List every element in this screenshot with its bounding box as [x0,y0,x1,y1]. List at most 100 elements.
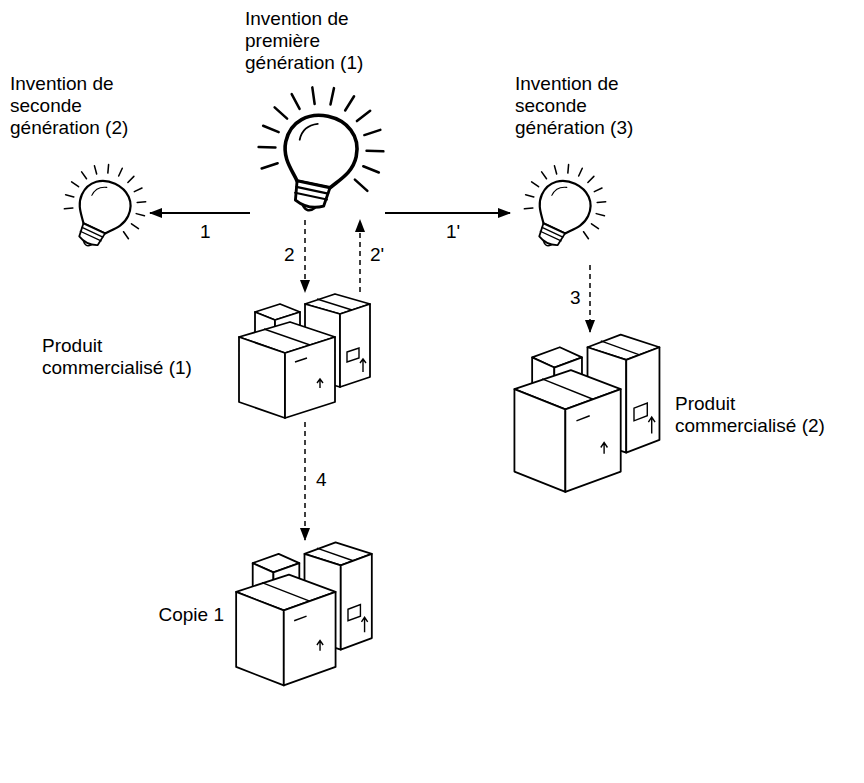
bulb-highlight [92,183,107,200]
carton-mark [601,341,640,355]
carton-mark [361,617,367,632]
carton-face [565,389,620,492]
node-caption: Invention de seconde génération (2) [10,73,135,139]
carton-mark [262,583,310,601]
bulb-thread [296,187,328,194]
illustration [250,80,385,220]
flow-arrow [385,212,510,214]
light-ray [80,172,88,179]
light-ray [526,193,534,198]
light-ray [363,166,380,172]
light-ray [105,165,111,173]
illustration [232,540,377,690]
light-ray [524,205,532,212]
bulb-tip [542,241,551,247]
cartons [239,294,370,418]
light-ray [273,107,289,118]
step-number: 1' [444,222,462,243]
light-ray [92,166,100,174]
carton-mark [576,416,589,421]
light-ray [122,232,130,239]
caption-block: Produit commercialisé (2) [675,393,855,437]
light-ray [66,193,74,198]
light-ray [345,95,354,112]
light-ray [357,109,370,124]
carton-mark [601,442,608,453]
carton-face [284,592,336,685]
flow-arrow [304,422,306,540]
light-ray [353,180,369,191]
bulb-globe [278,109,363,192]
illustration [510,332,665,497]
light-bulb [510,151,619,262]
caption-block: Invention de seconde génération (3) [515,73,640,139]
light-ray [367,148,384,154]
carton-mark [294,616,306,621]
carton-mark [348,605,360,621]
carton-mark [264,329,310,345]
step-number: 4 [314,470,329,491]
flow-arrow [359,220,361,292]
light-bulb [50,151,159,262]
light-ray [588,175,594,183]
illustration [510,145,610,265]
node-caption: Produit commercialisé (1) [42,335,227,379]
light-ray [71,182,79,187]
light-ray [259,144,276,150]
light-ray [364,127,380,138]
caption-block: Invention de seconde génération (2) [10,73,135,139]
bulb-highlight [552,183,567,200]
node-caption: Copie 1 [139,604,224,626]
step-number: 1 [198,222,213,243]
caption-block: Produit commercialisé (1) [42,335,227,379]
carton-mark [317,299,352,310]
carton-mark [360,359,366,372]
carton-face [239,337,285,418]
light-ray [134,186,142,194]
light-ray [289,94,302,109]
bulb-thread [542,227,563,237]
light-ray [596,212,604,217]
light-ray [540,172,548,179]
light-ray [309,87,318,104]
carton-mark [542,379,593,399]
light-ray [64,205,72,212]
node-caption: Produit commercialisé (2) [675,393,855,437]
bulb-thread [295,193,327,200]
product-boxes: Produit commercialisé (2) [510,332,665,497]
carton-mark [347,348,359,362]
carton-face [285,337,335,418]
invention-bulb: Invention de seconde génération (2) [50,145,150,265]
carton-face [514,389,565,492]
light-ray [552,166,560,174]
light-ray [330,88,333,104]
invention-bulb: Invention de seconde génération (3) [510,145,610,265]
bulb-thread [80,231,101,241]
carton-mark [317,548,353,561]
node-caption: Invention de première génération (1) [245,8,395,74]
light-ray [131,224,139,229]
flow-arrow [150,212,250,214]
step-number: 2 [282,245,297,266]
light-ray [594,186,602,194]
carton-mark [295,358,307,362]
caption-block: Invention de première génération (1) [245,8,395,74]
light-ray [579,168,583,176]
step-number: 3 [568,288,583,309]
flow-arrow [304,220,306,292]
node-caption: Invention de seconde génération (3) [515,73,640,139]
carton-face [236,592,284,685]
light-ray [591,224,599,229]
carton-mark [317,640,323,650]
carton-face [340,304,370,387]
bulb-tip [302,205,314,211]
illustration [235,292,375,422]
step-number: 2' [368,245,386,266]
light-ray [582,232,590,239]
product-boxes: Produit commercialisé (1) [235,292,375,422]
carton-mark [317,379,323,388]
light-ray [262,160,278,171]
bulb-base [77,223,105,248]
